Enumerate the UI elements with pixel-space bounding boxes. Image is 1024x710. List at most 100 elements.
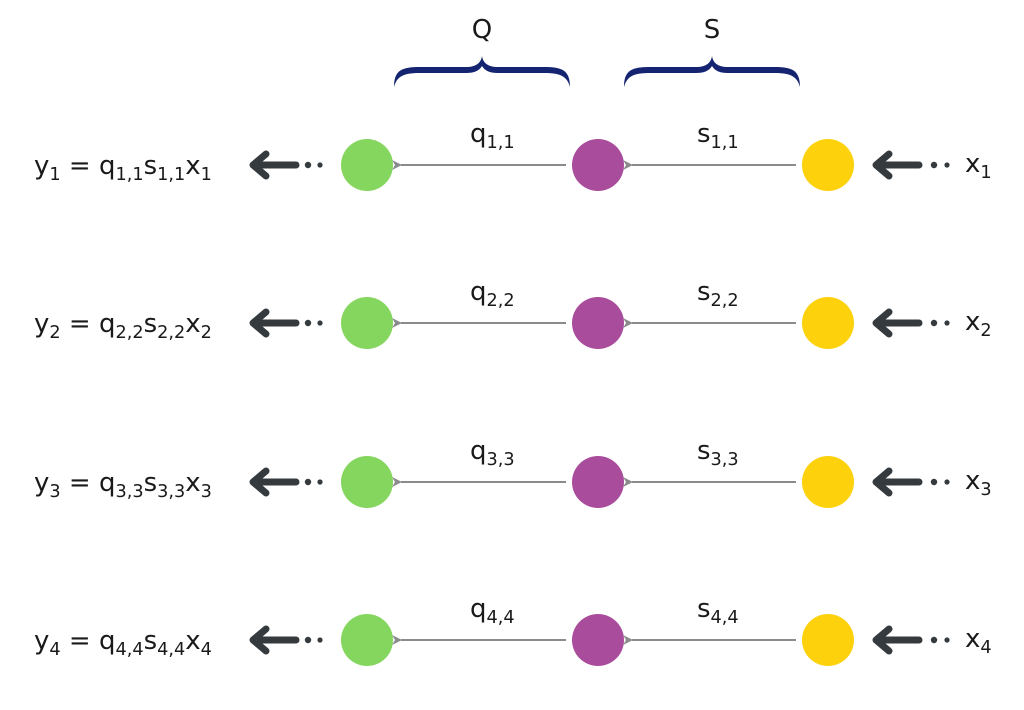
output-node [341,297,393,349]
input-node [802,456,854,508]
group-label-s: S [704,15,721,45]
symbol: s [697,119,711,149]
symbol: q [470,594,487,624]
subscript: 1 [49,165,60,185]
middle-node [572,456,624,508]
output-arrow-icon [249,625,323,655]
subscript: 4,4 [115,640,143,660]
input-arrow-icon [872,625,950,655]
output-equation: y1 = q1,1s1,1x1 [34,151,212,185]
symbol: q [470,277,487,307]
subscript: 2,2 [115,323,143,343]
subscript: 1,1 [487,133,515,153]
symbol: q [99,309,116,339]
weight-label-q: q3,3 [470,436,515,470]
subscript: 1 [201,165,212,185]
subscript: 4 [201,640,212,660]
input-arrow-icon [872,150,950,180]
middle-node [572,297,624,349]
symbol: y [34,626,49,656]
symbol: y [34,151,49,181]
subscript: 3 [201,482,212,502]
weight-label-q: q4,4 [470,594,515,628]
subscript: 1,1 [711,133,739,153]
weight-label-q: q1,1 [470,119,515,153]
weight-label-s: s2,2 [697,277,739,311]
subscript: 2 [49,323,60,343]
subscript: 4 [980,638,991,658]
output-arrow-icon [249,150,323,180]
output-arrow-icon [249,467,323,497]
subscript: 1,1 [115,165,143,185]
input-arrow-icon [872,308,950,338]
symbol: x [965,624,980,654]
output-equation: y3 = q3,3s3,3x3 [34,468,212,502]
symbol: q [99,151,116,181]
subscript: 4,4 [487,608,515,628]
symbol: = [61,309,99,339]
symbol: s [697,277,711,307]
subscript: 1 [980,163,991,183]
symbol: y [34,309,49,339]
symbol: = [61,468,99,498]
input-node [802,614,854,666]
subscript: 4,4 [157,640,185,660]
symbol: x [185,626,200,656]
input-label: x4 [965,624,992,658]
input-label: x3 [965,466,992,500]
symbol: = [61,626,99,656]
symbol: q [99,626,116,656]
brace-q [394,56,570,87]
output-node [341,456,393,508]
output-node [341,139,393,191]
brace-s [624,56,800,87]
input-arrow-icon [872,467,950,497]
weight-label-s: s3,3 [697,436,739,470]
subscript: 4 [49,640,60,660]
symbol: q [99,468,116,498]
input-label: x2 [965,307,992,341]
symbol: s [144,309,158,339]
weight-label-q: q2,2 [470,277,515,311]
subscript: 4,4 [711,608,739,628]
subscript: 3,3 [115,482,143,502]
symbol: y [34,468,49,498]
symbol: s [144,626,158,656]
input-label: x1 [965,149,992,183]
symbol: s [697,594,711,624]
middle-node [572,139,624,191]
subscript: 3,3 [487,450,515,470]
symbol: x [185,309,200,339]
weight-label-s: s4,4 [697,594,739,628]
symbol: q [470,436,487,466]
symbol: = [61,151,99,181]
subscript: 3,3 [711,450,739,470]
subscript: 2 [980,321,991,341]
group-s: S [624,15,800,87]
symbol: s [144,468,158,498]
middle-node [572,614,624,666]
symbol: x [965,149,980,179]
subscript: 2,2 [711,291,739,311]
symbol: x [965,466,980,496]
symbol: x [185,151,200,181]
symbol: s [697,436,711,466]
input-node [802,297,854,349]
group-label-q: Q [472,15,492,45]
subscript: 3,3 [157,482,185,502]
subscript: 2,2 [487,291,515,311]
symbol: x [185,468,200,498]
subscript: 2 [201,323,212,343]
weight-label-s: s1,1 [697,119,739,153]
output-equation: y4 = q4,4s4,4x4 [34,626,212,660]
symbol: s [144,151,158,181]
subscript: 3 [980,480,991,500]
symbol: q [470,119,487,149]
group-q: Q [394,15,570,87]
subscript: 2,2 [157,323,185,343]
input-node [802,139,854,191]
